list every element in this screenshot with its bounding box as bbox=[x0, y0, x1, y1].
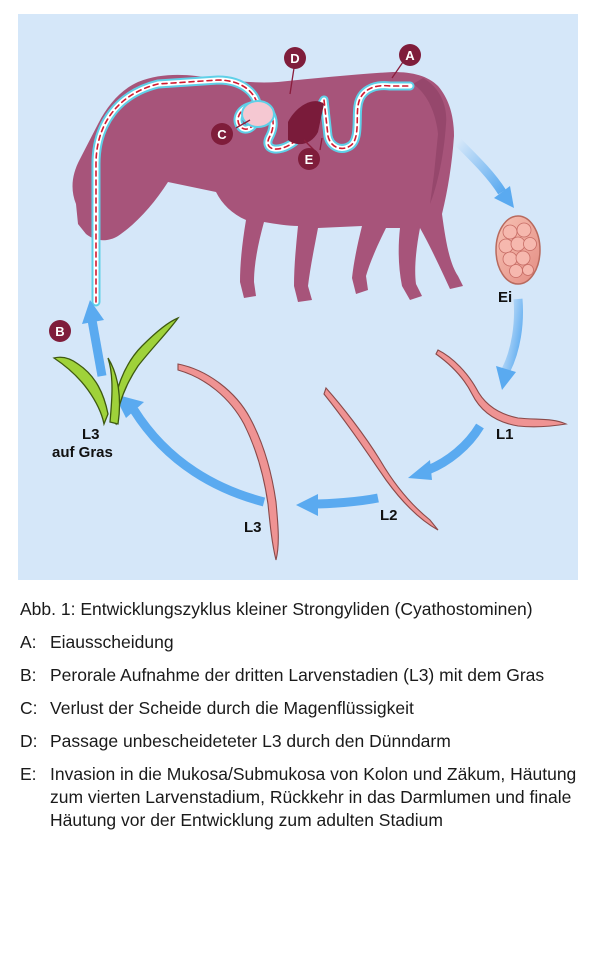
caption-prefix: Abb. 1: bbox=[20, 599, 76, 619]
marker-b: B bbox=[49, 320, 71, 342]
arrow-l2-to-l3 bbox=[313, 493, 379, 509]
legend-key: D: bbox=[20, 731, 38, 751]
svg-text:E: E bbox=[305, 152, 314, 167]
caption-title-text: Entwicklungszyklus kleiner Strongyliden … bbox=[75, 599, 533, 619]
label-l3-grass-line2: auf Gras bbox=[52, 444, 113, 461]
legend-list: A: Eiausscheidung B: Perorale Aufnahme d… bbox=[20, 631, 580, 832]
label-egg: Ei bbox=[498, 289, 512, 306]
legend-key: C: bbox=[20, 698, 38, 718]
arrow-egg-to-l1-head bbox=[496, 366, 516, 390]
intestinal-path bbox=[91, 75, 415, 307]
colon-mucosa bbox=[288, 101, 324, 145]
larva-l2 bbox=[323, 386, 439, 531]
larva-l3-free bbox=[177, 363, 279, 561]
stomach bbox=[241, 100, 275, 128]
legend-text: Perorale Aufnahme der dritten Larvenstad… bbox=[50, 665, 545, 685]
legend-text: Eiausscheidung bbox=[50, 632, 174, 652]
larva-migration-path bbox=[95, 79, 411, 303]
cycle-arrows bbox=[82, 138, 523, 516]
svg-text:C: C bbox=[217, 127, 227, 142]
legend-text: Verlust der Scheide durch die Magenflüss… bbox=[50, 698, 414, 718]
label-l3-grass-line1: L3 bbox=[82, 426, 100, 443]
legend-item: B: Perorale Aufnahme der dritten Larvens… bbox=[20, 664, 580, 687]
arrow-l1-to-l2-head bbox=[408, 460, 432, 480]
horse-silhouette bbox=[72, 72, 463, 302]
legend-item: E: Invasion in die Mukosa/Submukosa von … bbox=[20, 763, 580, 832]
label-l1: L1 bbox=[496, 426, 514, 443]
svg-text:B: B bbox=[55, 324, 64, 339]
figure-caption: Abb. 1: Entwicklungszyklus kleiner Stron… bbox=[20, 598, 580, 842]
arrow-egg-to-l1 bbox=[501, 298, 523, 373]
arrow-horse-to-egg bbox=[454, 138, 506, 195]
label-l3: L3 bbox=[244, 519, 262, 536]
marker-a: A bbox=[399, 44, 421, 66]
legend-key: B: bbox=[20, 665, 37, 685]
legend-text: Invasion in die Mukosa/Submukosa von Kol… bbox=[50, 764, 577, 830]
marker-arrows bbox=[235, 61, 404, 151]
arrow-grass-to-horse-head bbox=[82, 300, 104, 324]
arrow-grass-to-horse bbox=[87, 319, 107, 377]
legend-item: A: Eiausscheidung bbox=[20, 631, 580, 654]
arrow-l3-to-grass bbox=[130, 407, 266, 507]
svg-text:D: D bbox=[290, 51, 299, 66]
legend-text: Passage unbescheideteter L3 durch den Dü… bbox=[50, 731, 451, 751]
larva-l1 bbox=[435, 349, 568, 428]
arrow-horse-to-egg-head bbox=[494, 186, 514, 208]
legend-key: A: bbox=[20, 632, 37, 652]
legend-key: E: bbox=[20, 764, 37, 784]
egg-illustration bbox=[495, 215, 541, 285]
arrow-l2-to-l3-head bbox=[296, 494, 318, 516]
marker-d: D bbox=[284, 47, 306, 69]
legend-item: D: Passage unbescheideteter L3 durch den… bbox=[20, 730, 580, 753]
legend-item: C: Verlust der Scheide durch die Magenfl… bbox=[20, 697, 580, 720]
svg-text:A: A bbox=[405, 48, 415, 63]
caption-title: Abb. 1: Entwicklungszyklus kleiner Stron… bbox=[20, 598, 580, 621]
larvae bbox=[177, 349, 568, 561]
life-cycle-diagram: Ei L1 L2 L3 L3 auf Gras A B C D E bbox=[18, 14, 578, 580]
arrow-l1-to-l2 bbox=[426, 423, 484, 475]
marker-c: C bbox=[211, 123, 233, 145]
marker-e: E bbox=[298, 148, 320, 170]
label-l2: L2 bbox=[380, 507, 398, 524]
grass-illustration bbox=[52, 316, 180, 427]
